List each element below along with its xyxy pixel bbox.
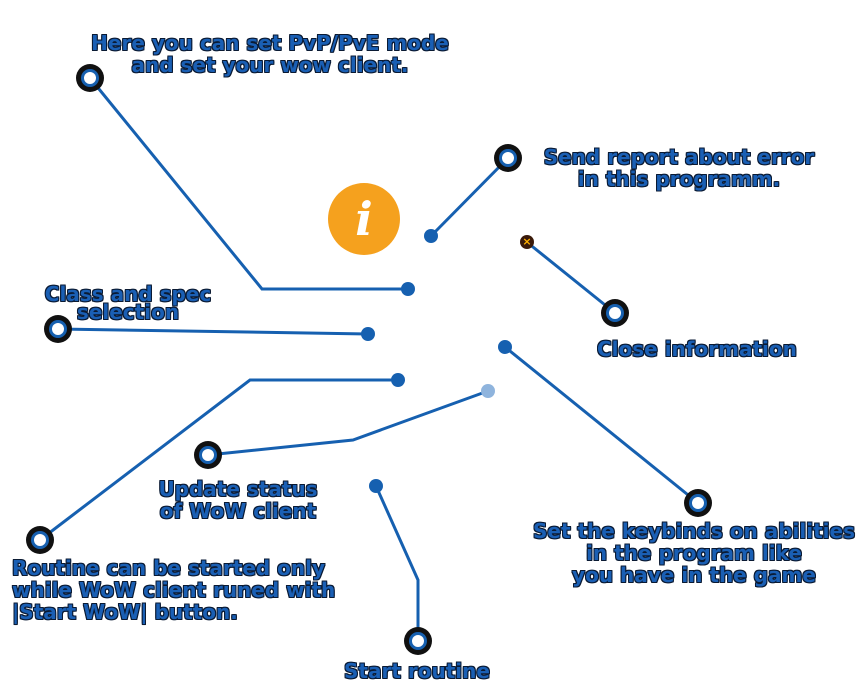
mode-annotation: Here you can set PvP/PvE mode and set yo… [91, 31, 449, 77]
start-marker-ring [404, 627, 432, 655]
update-endpoint-dot [481, 384, 495, 398]
mode-connector [88, 77, 408, 291]
close-annotation: Close information [597, 337, 797, 361]
keybinds-marker-ring [684, 489, 712, 517]
report-annotation: Send report about error in this programm… [543, 145, 815, 191]
start-routine-annotation: Start routine [344, 659, 490, 683]
keybinds-endpoint-dot [498, 340, 512, 354]
start-endpoint-dot [369, 479, 383, 493]
report-marker-ring [494, 144, 522, 172]
report-endpoint-dot [424, 229, 438, 243]
info-icon: i [328, 183, 400, 255]
report-connector [429, 156, 510, 238]
update-connector [207, 389, 489, 457]
update-marker-ring [194, 441, 222, 469]
ring-markers [26, 64, 712, 655]
close-marker-ring [601, 299, 629, 327]
close-connector [527, 241, 616, 315]
routine-marker-ring [26, 526, 54, 554]
class-endpoint-dot [361, 327, 375, 341]
mode-marker-ring [76, 64, 104, 92]
routine-endpoint-dot [391, 373, 405, 387]
keybinds-annotation: Set the keybinds on abilities in the pro… [533, 519, 855, 587]
routine-note-annotation: Routine can be started only while WoW cl… [12, 556, 336, 624]
class-marker-ring [44, 315, 72, 343]
class-connector [57, 327, 369, 336]
class-spec-annotation: Class and spec selection [44, 282, 212, 324]
start-connector [374, 485, 420, 641]
mode-endpoint-dot [401, 282, 415, 296]
close-icon[interactable]: × [520, 235, 534, 249]
update-annotation: Update status of WoW client [158, 477, 318, 523]
endpoint-dots [361, 229, 512, 493]
keybinds-connector [504, 345, 699, 505]
routine-connector [39, 378, 398, 542]
